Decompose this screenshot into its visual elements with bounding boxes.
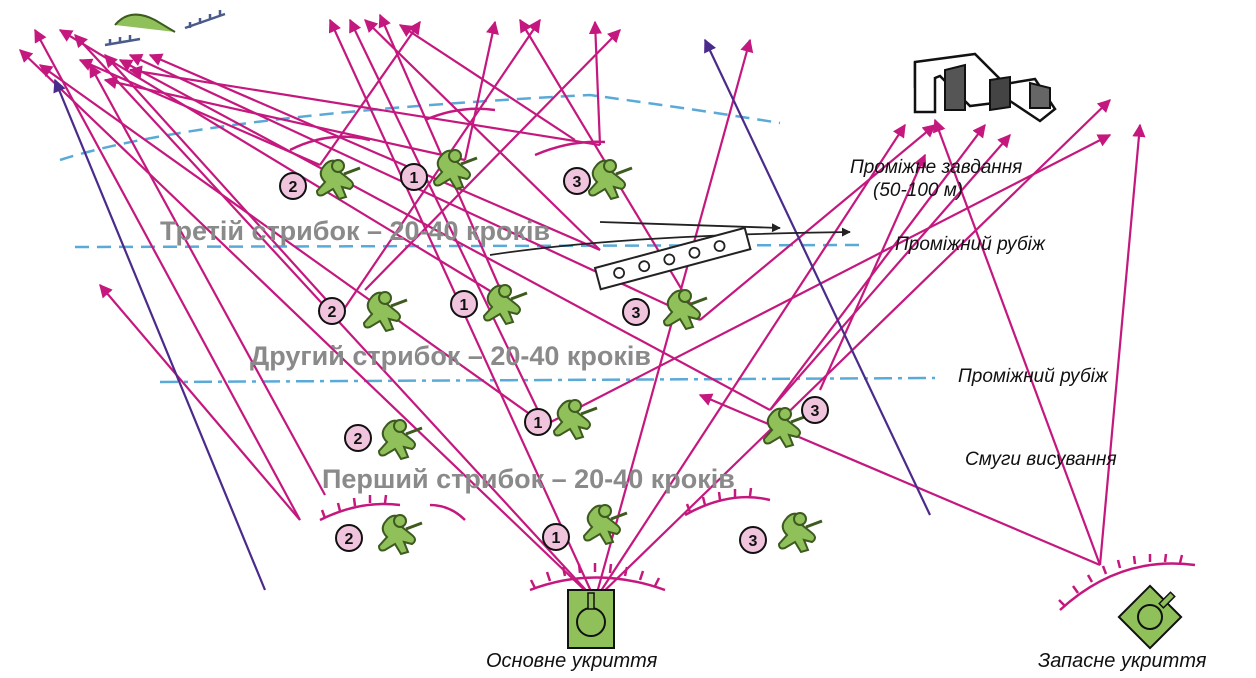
soldier-icon: [777, 511, 824, 554]
trenches: [289, 107, 1196, 611]
svg-text:2: 2: [328, 304, 337, 321]
badge: 2: [318, 297, 346, 325]
soldier-icon: [762, 406, 809, 449]
badges: 2 1 3 2 1 3 2 1 3 2 1 3: [279, 163, 829, 554]
main-cover-icon: [567, 589, 615, 649]
svg-text:1: 1: [460, 297, 469, 314]
badge: 1: [524, 408, 552, 436]
svg-text:3: 3: [749, 533, 758, 550]
trench: [319, 502, 401, 522]
fire-line: [463, 20, 499, 161]
trench-ticks: [1058, 553, 1184, 607]
soldier-icon: [362, 290, 409, 333]
reserve-cover-icon: [1117, 584, 1183, 650]
fire-line: [544, 134, 1112, 426]
fire-line: [594, 123, 906, 601]
fire-line: [38, 64, 546, 426]
trench: [684, 495, 771, 517]
movement-arrow: [599, 221, 781, 233]
trench-ticks: [529, 563, 661, 589]
fire-line: [148, 53, 601, 252]
fire-line: [104, 54, 341, 316]
badge: 1: [400, 163, 428, 191]
intermediate-line-label-2: Проміжний рубіж: [958, 366, 1109, 387]
movement-arrows: [489, 221, 851, 256]
trench: [424, 107, 496, 122]
second-jump-label: Другий стрибок – 20-40 кроків: [250, 341, 651, 371]
fire-line: [349, 18, 546, 426]
soldier-icon: [377, 513, 424, 556]
trench-ticks: [685, 487, 753, 513]
fire-line: [103, 76, 466, 162]
badge: 3: [739, 526, 767, 554]
svg-text:2: 2: [345, 531, 354, 548]
soldier-icon: [662, 288, 709, 331]
badge: 2: [279, 172, 307, 200]
svg-text:1: 1: [534, 415, 543, 432]
reserve-cover-label: Запасне укриття: [1038, 650, 1207, 672]
fire-line: [818, 153, 927, 391]
fire-line-alt: [704, 38, 931, 516]
svg-text:2: 2: [354, 431, 363, 448]
intermediate-line-label-1: Проміжний рубіж: [895, 234, 1046, 255]
fire-line: [128, 65, 601, 147]
fire-line: [118, 59, 771, 411]
soldier-icon: [377, 418, 424, 461]
fire-line: [89, 63, 326, 496]
fire-line: [699, 124, 937, 321]
intermediate-task-range: (50-100 м): [873, 180, 963, 201]
fire-line: [99, 283, 301, 521]
badge: 3: [563, 167, 591, 195]
badge: 2: [335, 524, 363, 552]
fire-line: [319, 20, 421, 166]
fire-line: [769, 134, 1011, 411]
svg-text:3: 3: [632, 305, 641, 322]
intermediate-task-label: Проміжне завдання: [850, 157, 1022, 178]
enemy-gunner: [104, 10, 226, 47]
first-jump-label: Перший стрибок – 20-40 кроків: [322, 464, 735, 494]
fire-line: [588, 20, 603, 146]
badge: 2: [344, 424, 372, 452]
svg-text:3: 3: [573, 174, 582, 191]
third-jump-label: Третій стрибок – 20-40 кроків: [160, 216, 550, 246]
svg-text:1: 1: [552, 530, 561, 547]
advance-lanes-label: Смуги висування: [965, 449, 1117, 470]
trench: [289, 135, 371, 152]
log-obstacle: [593, 226, 752, 291]
fire-line: [932, 118, 1102, 566]
badge: 1: [542, 523, 570, 551]
fire-line: [769, 123, 986, 411]
soldier-icon: [315, 158, 362, 201]
fire-line: [364, 29, 621, 291]
fire-line: [78, 58, 321, 167]
main-cover-label: Основне укриття: [486, 650, 658, 672]
fire-line: [364, 19, 601, 251]
trench: [1059, 562, 1196, 611]
badge: 3: [622, 298, 650, 326]
soldier-icon: [552, 398, 599, 441]
fire-line: [19, 49, 596, 601]
fire-line: [398, 24, 576, 141]
movement-arrow: [489, 227, 851, 256]
svg-text:3: 3: [811, 403, 820, 420]
trench: [529, 576, 666, 592]
fire-line: [698, 393, 1101, 567]
badge: 1: [450, 290, 478, 318]
fire-line: [1098, 123, 1146, 566]
fire-lines-alt: [53, 38, 931, 591]
svg-text:1: 1: [410, 170, 419, 187]
svg-text:2: 2: [289, 179, 298, 196]
trench: [429, 503, 466, 521]
soldier-icon: [482, 283, 529, 326]
fire-line-alt: [53, 78, 267, 591]
fire-line: [34, 28, 301, 521]
trench-ticks: [320, 494, 388, 519]
target-building: [913, 52, 1057, 123]
badge: 3: [801, 396, 829, 424]
soldier-icon: [587, 158, 634, 201]
trench: [534, 140, 606, 157]
second-jump-line: [159, 376, 936, 384]
